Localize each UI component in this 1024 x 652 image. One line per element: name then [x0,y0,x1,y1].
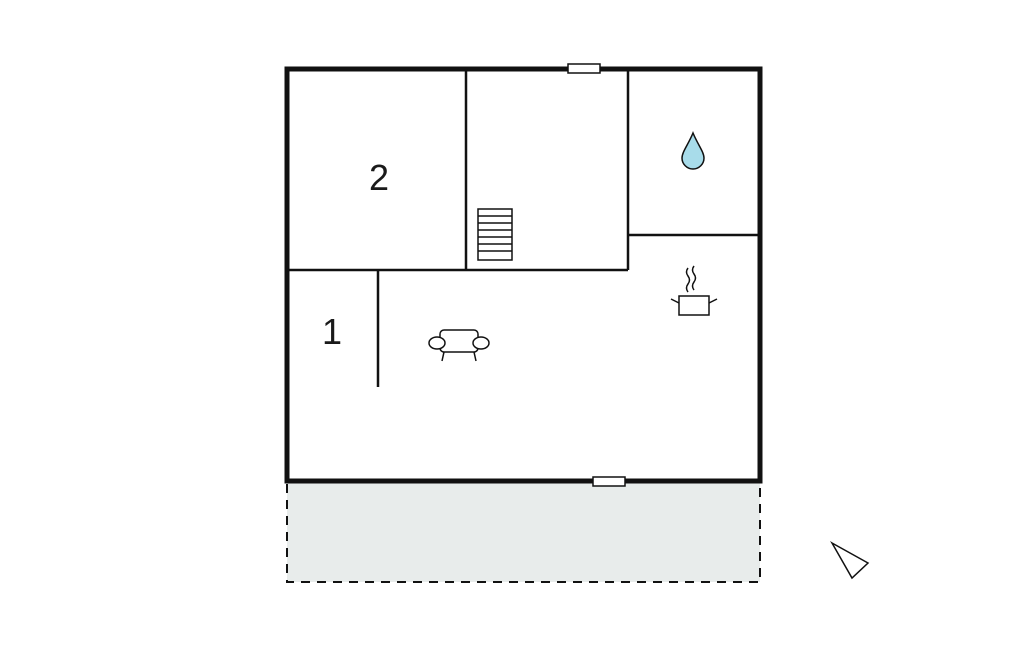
terrace-area [286,480,761,583]
window-bottom [592,476,626,487]
outer-wall [284,66,763,484]
compass-arrow-icon [830,541,870,580]
window-top [567,63,601,74]
interior-walls [287,69,760,387]
room-label-1: 1 [322,311,342,352]
sofa-icon [428,329,490,362]
cooking-pot-icon [670,265,718,316]
stairs-icon [477,208,513,261]
water-drop-icon [681,131,705,170]
room-label-2: 2 [369,157,389,198]
